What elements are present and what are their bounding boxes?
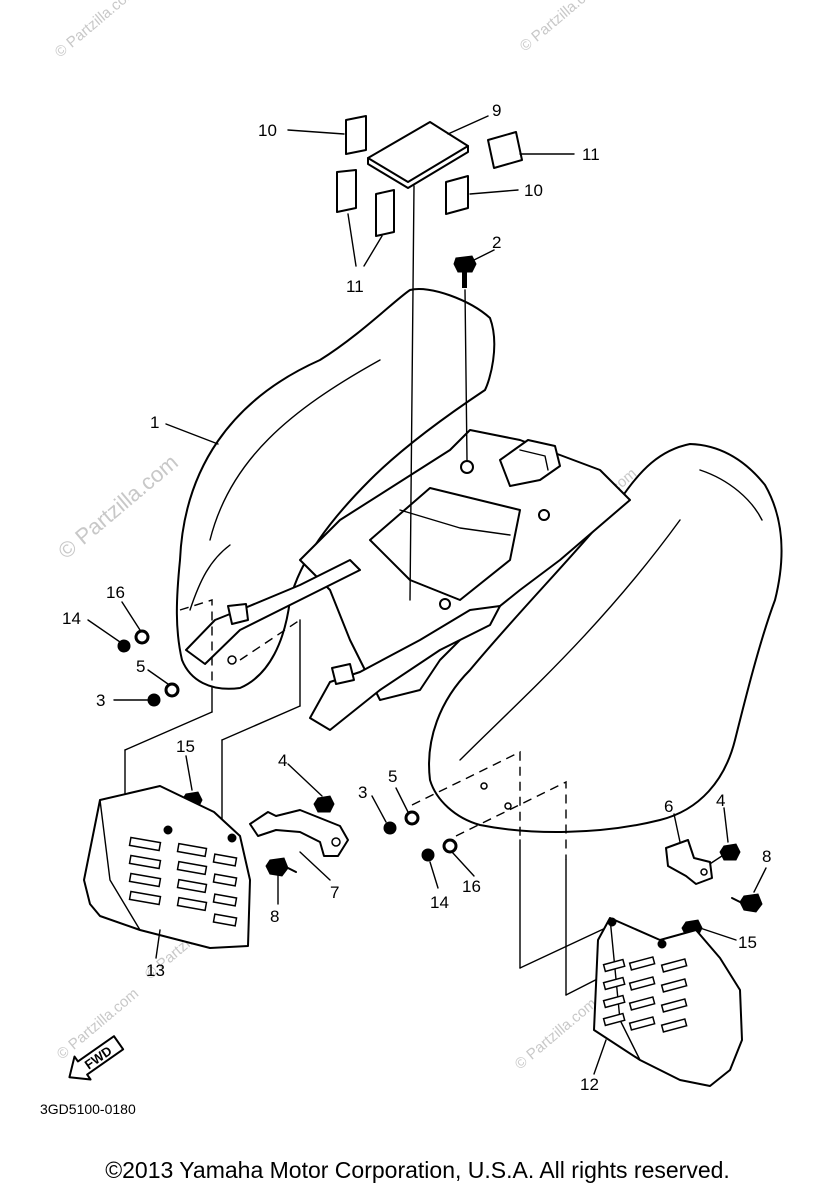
callout-5-left: 5 xyxy=(136,657,145,676)
callout-labels: 1 2 3 3 4 4 5 5 6 7 8 8 9 10 10 11 11 12… xyxy=(62,101,771,1094)
callout-14-left: 14 xyxy=(62,609,81,628)
part-12-mud-flap-right xyxy=(593,917,743,1087)
callout-11-right: 11 xyxy=(582,145,600,164)
callout-15-left: 15 xyxy=(176,737,195,756)
fwd-arrow: FWD xyxy=(68,1035,125,1081)
mud-flap-left-slots xyxy=(128,836,238,927)
part-11-reflectors xyxy=(336,131,523,237)
mud-flap-right-slots xyxy=(602,956,688,1033)
callout-10-right: 10 xyxy=(524,181,543,200)
callout-1: 1 xyxy=(150,413,159,432)
part-13-mud-flap-left xyxy=(83,785,251,949)
callout-14-right: 14 xyxy=(430,893,449,912)
part-9-pad xyxy=(367,121,469,189)
callout-15-right: 15 xyxy=(738,933,757,952)
callout-2: 2 xyxy=(492,233,501,252)
diagram-code: 3GD5100-0180 xyxy=(40,1101,136,1117)
assembly-lines xyxy=(124,185,729,996)
watermark-bottom-right: © Partzilla.com xyxy=(512,995,600,1073)
callout-3-right: 3 xyxy=(358,783,367,802)
watermark-top-left: © Partzilla.com xyxy=(52,0,140,61)
callout-13: 13 xyxy=(146,961,165,980)
callout-leaders xyxy=(87,115,767,1075)
callout-16-left: 16 xyxy=(106,583,125,602)
callout-16-right: 16 xyxy=(462,877,481,896)
callout-5-right: 5 xyxy=(388,767,397,786)
hardware xyxy=(117,629,763,937)
callout-12: 12 xyxy=(580,1075,599,1094)
part-6-bracket xyxy=(665,839,713,885)
callout-8-left: 8 xyxy=(270,907,279,926)
callout-10-left: 10 xyxy=(258,121,277,140)
callout-9: 9 xyxy=(492,101,501,120)
copyright-notice: ©2013 Yamaha Motor Corporation, U.S.A. A… xyxy=(105,1157,730,1183)
callout-6: 6 xyxy=(664,797,673,816)
callout-3-left: 3 xyxy=(96,691,105,710)
watermark-main: © Partzilla.com xyxy=(53,449,183,563)
callout-4-right: 4 xyxy=(716,791,725,810)
callout-7: 7 xyxy=(330,883,339,902)
part-7-bracket xyxy=(249,809,349,857)
part-10-reflectors xyxy=(345,115,469,215)
part-1-rear-fender xyxy=(175,288,783,833)
watermark-top-right: © Partzilla.com xyxy=(517,0,605,55)
part-2-bolt xyxy=(453,255,477,288)
callout-11-bottom: 11 xyxy=(346,277,364,296)
callout-8-right: 8 xyxy=(762,847,771,866)
callout-4-left: 4 xyxy=(278,751,287,770)
